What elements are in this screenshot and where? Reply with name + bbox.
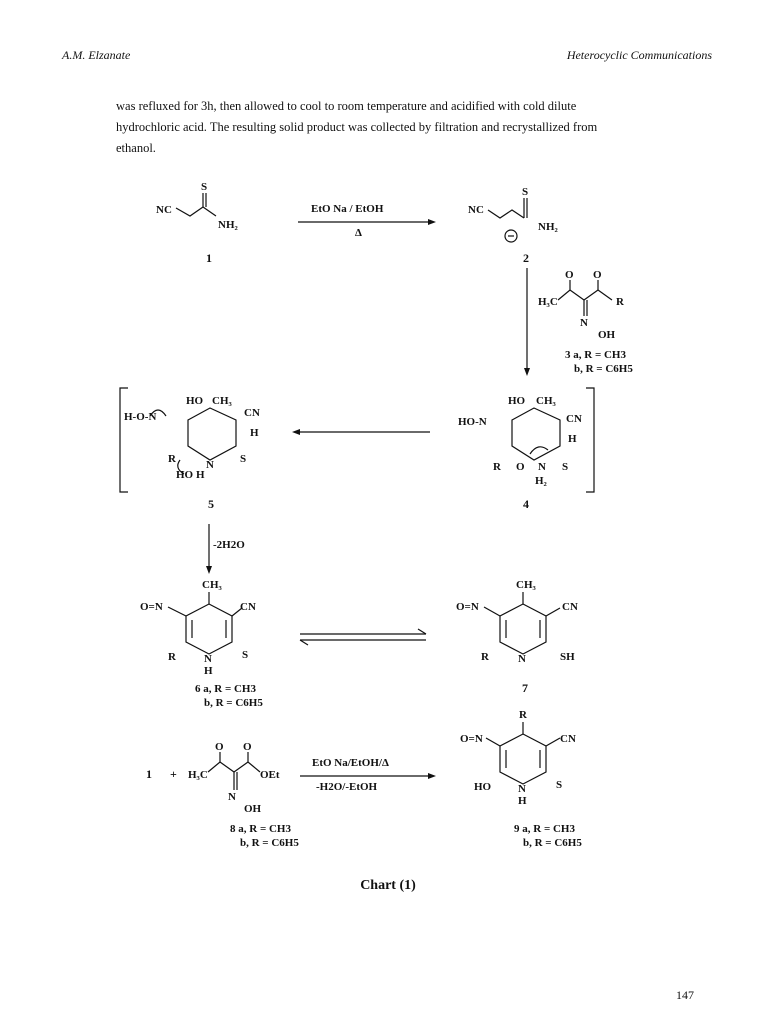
svg-text:N: N	[518, 783, 526, 795]
compound-4-label: 4	[523, 497, 529, 511]
compound-9b-label: b, R = C6H5	[523, 837, 582, 849]
svg-text:S: S	[242, 649, 248, 661]
svg-text:HO: HO	[176, 469, 194, 481]
reagent-label: EtO Na/EtOH/Δ	[312, 757, 389, 769]
svg-text:H-O-N: H-O-N	[124, 411, 156, 423]
svg-text:CN: CN	[562, 601, 578, 613]
plus-sign: +	[170, 767, 177, 781]
compound-5-label: 5	[208, 497, 214, 511]
svg-text:R: R	[616, 296, 625, 308]
svg-text:SH: SH	[560, 651, 575, 663]
svg-text:CH₃: CH₃	[516, 579, 537, 591]
svg-text:CN: CN	[240, 601, 256, 613]
compound-8-structure: H₃C O O OEt N OH	[188, 741, 280, 815]
svg-text:OH: OH	[244, 803, 262, 815]
svg-text:O=N: O=N	[460, 733, 483, 745]
compound-9a-label: 9 a, R = CH3	[514, 823, 575, 835]
compound-1-reference: 1	[146, 767, 152, 781]
svg-text:S: S	[556, 779, 562, 791]
svg-text:H₃C: H₃C	[188, 769, 208, 781]
body-paragraph: was refluxed for 3h, then allowed to coo…	[116, 96, 676, 159]
svg-text:OEt: OEt	[260, 769, 280, 781]
svg-text:H: H	[568, 433, 577, 445]
reagent-label: Δ	[355, 227, 362, 239]
step-label: -2H2O	[213, 539, 245, 551]
compound-6-structure: CH₃ O=N CN R N H S	[140, 579, 256, 677]
svg-text:O=N: O=N	[456, 601, 479, 613]
svg-text:HO: HO	[474, 781, 492, 793]
svg-text:S: S	[562, 461, 568, 473]
svg-text:CN: CN	[244, 407, 260, 419]
svg-text:N: N	[580, 317, 588, 329]
svg-text:N: N	[228, 791, 236, 803]
svg-text:NC: NC	[156, 204, 172, 216]
compound-7-label: 7	[522, 681, 528, 695]
svg-text:R: R	[519, 709, 528, 721]
svg-text:HO: HO	[186, 395, 204, 407]
svg-text:H: H	[250, 427, 259, 439]
svg-text:O: O	[593, 269, 602, 281]
reagent-label: EtO Na / EtOH	[311, 203, 384, 215]
compound-1-structure: NC S NH₂	[156, 181, 239, 231]
svg-text:HO-N: HO-N	[458, 416, 487, 428]
svg-text:H₃C: H₃C	[538, 296, 558, 308]
svg-text:CH₃: CH₃	[212, 395, 233, 407]
svg-text:R: R	[168, 651, 177, 663]
svg-text:S: S	[201, 181, 207, 193]
svg-text:NC: NC	[468, 204, 484, 216]
compound-9-structure: R O=N CN HO N H S	[460, 709, 576, 807]
svg-text:R: R	[481, 651, 490, 663]
svg-text:H₂: H₂	[535, 475, 548, 487]
paragraph-line: was refluxed for 3h, then allowed to coo…	[116, 99, 577, 113]
svg-text:N: N	[518, 653, 526, 665]
svg-text:H: H	[196, 469, 205, 481]
svg-text:HO: HO	[508, 395, 526, 407]
compound-6a-label: 6 a, R = CH3	[195, 683, 256, 695]
compound-3a-label: 3 a, R = CH3	[565, 349, 626, 361]
compound-6b-label: b, R = C6H5	[204, 697, 263, 709]
svg-text:O: O	[565, 269, 574, 281]
paragraph-line: ethanol.	[116, 141, 156, 155]
svg-text:N: N	[206, 459, 214, 471]
svg-text:H: H	[204, 665, 213, 677]
svg-text:O: O	[243, 741, 252, 753]
compound-3-structure: H₃C O O R N OH	[538, 269, 625, 341]
svg-text:CN: CN	[560, 733, 576, 745]
svg-text:S: S	[240, 453, 246, 465]
svg-text:OH: OH	[598, 329, 616, 341]
svg-text:O: O	[516, 461, 525, 473]
svg-text:H: H	[518, 795, 527, 807]
svg-text:CN: CN	[566, 413, 582, 425]
svg-text:O: O	[215, 741, 224, 753]
svg-text:R: R	[168, 453, 177, 465]
compound-3b-label: b, R = C6H5	[574, 363, 633, 375]
svg-text:O=N: O=N	[140, 601, 163, 613]
figure-caption: Chart (1)	[360, 878, 416, 893]
svg-text:S: S	[522, 186, 528, 198]
running-header-author: A.M. Elzanate	[62, 48, 131, 62]
svg-text:R: R	[493, 461, 502, 473]
compound-1-label: 1	[206, 251, 212, 265]
compound-8b-label: b, R = C6H5	[240, 837, 299, 849]
compound-7-structure: CH₃ O=N CN R N SH	[456, 579, 578, 665]
svg-text:N: N	[204, 653, 212, 665]
svg-text:NH₂: NH₂	[538, 221, 559, 233]
svg-text:NH₂: NH₂	[218, 219, 239, 231]
svg-text:N: N	[538, 461, 546, 473]
running-header-journal: Heterocyclic Communications	[566, 48, 712, 62]
compound-5-structure: H-O-N HO CH₃ CN H R N S HO H	[124, 395, 260, 481]
page-number: 147	[676, 988, 694, 1002]
svg-text:CH₃: CH₃	[202, 579, 223, 591]
compound-2-structure: NC S NH₂	[468, 186, 559, 243]
paragraph-line: hydrochloric acid. The resulting solid p…	[116, 120, 598, 134]
compound-8a-label: 8 a, R = CH3	[230, 823, 291, 835]
reagent-label: -H2O/-EtOH	[316, 781, 378, 793]
compound-2-label: 2	[523, 251, 529, 265]
compound-4-structure: HO-N HO CH₃ CN H R O N S H₂	[458, 395, 582, 487]
svg-text:CH₃: CH₃	[536, 395, 557, 407]
